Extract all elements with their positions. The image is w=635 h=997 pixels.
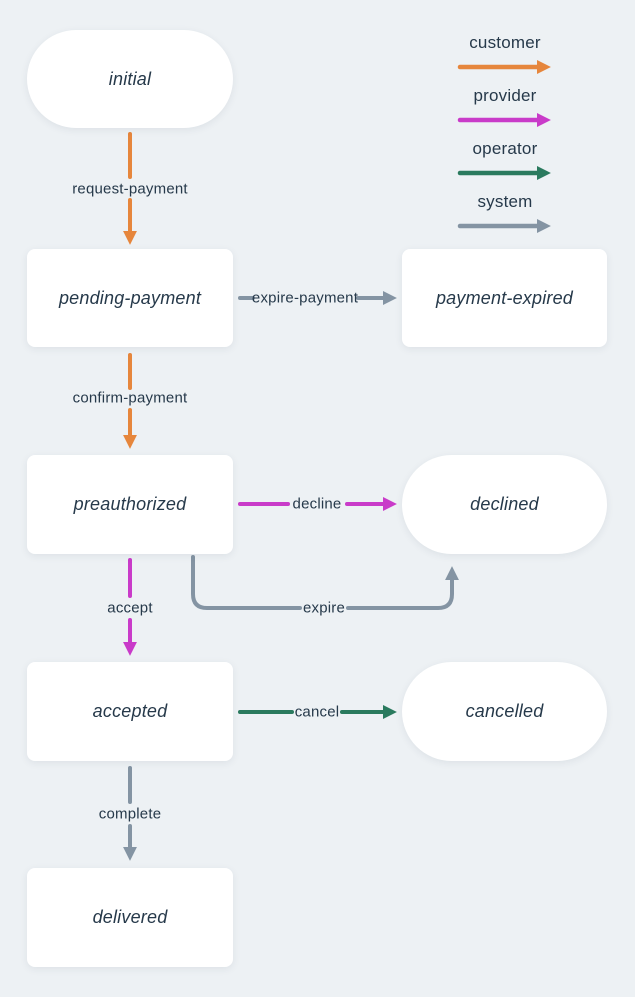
edge-expire xyxy=(191,555,459,610)
transition-label-request-payment: request-payment xyxy=(72,180,188,198)
legend-label-system: system xyxy=(477,192,533,211)
state-node-payment-expired: payment-expired xyxy=(402,249,607,347)
state-node-declined: declined xyxy=(402,455,607,554)
state-label: payment-expired xyxy=(435,287,574,308)
state-label: cancelled xyxy=(465,701,544,721)
state-label: pending-payment xyxy=(58,287,202,308)
legend-item-customer: customer xyxy=(457,33,553,75)
state-label: preauthorized xyxy=(73,494,187,514)
state-node-initial: initial xyxy=(27,30,233,128)
state-node-cancelled: cancelled xyxy=(402,662,607,761)
legend-item-provider: provider xyxy=(457,86,553,128)
customer-arrow-icon xyxy=(457,60,551,74)
transition-label-cancel: cancel xyxy=(294,703,340,721)
system-arrow-icon xyxy=(457,219,551,233)
legend-label-provider: provider xyxy=(473,86,537,105)
transition-label-expire-payment: expire-payment xyxy=(251,289,359,307)
transition-label-decline: decline xyxy=(292,495,342,513)
state-node-pending-payment: pending-payment xyxy=(27,249,233,347)
transition-label-accept: accept xyxy=(107,599,153,617)
transition-label-expire: expire xyxy=(302,599,346,617)
state-label: initial xyxy=(108,68,152,89)
transition-label-complete: complete xyxy=(98,805,162,823)
legend-item-operator: operator xyxy=(457,139,553,181)
state-node-accepted: accepted xyxy=(27,662,233,761)
state-node-delivered: delivered xyxy=(27,868,233,967)
legend-label-customer: customer xyxy=(469,33,541,52)
provider-arrow-icon xyxy=(457,113,551,127)
legend-item-system: system xyxy=(457,192,553,234)
state-label: delivered xyxy=(92,907,168,927)
operator-arrow-icon xyxy=(457,166,551,180)
state-label: accepted xyxy=(92,701,168,721)
state-node-preauthorized: preauthorized xyxy=(27,455,233,554)
legend-label-operator: operator xyxy=(472,139,538,158)
transition-label-confirm-payment: confirm-payment xyxy=(72,389,188,407)
edge-expire-arrow xyxy=(346,566,459,610)
state-label: declined xyxy=(470,494,539,514)
actor-legend: customer provider operator system xyxy=(443,33,567,245)
edge-expire-line xyxy=(191,555,302,610)
